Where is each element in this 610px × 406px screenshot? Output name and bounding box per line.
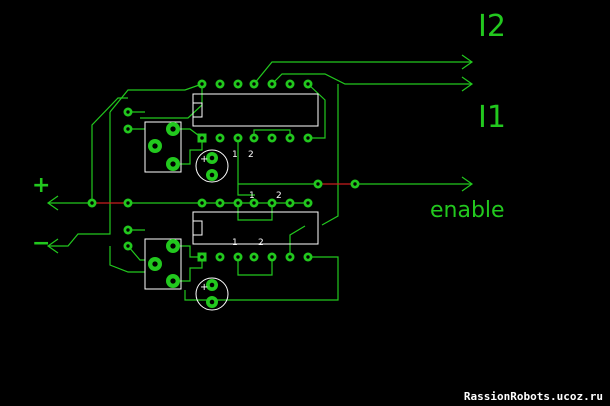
ic-top-pad-upper-hole	[200, 82, 204, 86]
ic-top-pad-upper-hole	[306, 82, 310, 86]
trace-left-bottom	[109, 246, 145, 273]
arrow-enable-icon	[461, 176, 474, 192]
regulator-top-pad-hole	[170, 126, 176, 132]
capacitor-top-plus: +	[200, 154, 208, 165]
ic-top-pad-lower-hole	[288, 136, 292, 140]
pin-label-mid-2: 2	[276, 191, 282, 201]
ic-bottom-pad-upper-hole	[218, 201, 222, 205]
trace-top-mid	[237, 138, 255, 196]
pin-label-bot-1: 1	[232, 238, 238, 248]
regulator-bottom-pad-hole	[152, 261, 158, 267]
ic-bottom-pad-lower-hole	[252, 255, 256, 259]
rail-pad-plus-hole	[90, 201, 94, 205]
ic-top-pad-upper-hole	[288, 82, 292, 86]
capacitor-bottom-outline	[195, 277, 229, 311]
ic-top-pad-lower-hole	[236, 136, 240, 140]
trace-left-bus	[91, 97, 128, 203]
enable-pad-right-hole	[353, 182, 357, 186]
trace-i2	[253, 61, 472, 85]
ic-bottom-pad-upper-hole	[252, 201, 256, 205]
regulator-top-outline	[144, 121, 182, 173]
ic-top-pad-lower-hole	[218, 136, 222, 140]
rail-pad-jumper-hole	[126, 201, 130, 205]
pin-label-bot-2: 2	[258, 238, 264, 248]
capacitor-bottom-plus: +	[200, 282, 208, 293]
arrow-i2-icon	[461, 54, 474, 70]
capacitor-top-outline	[195, 149, 229, 183]
regulator-bottom-outline	[144, 238, 182, 290]
ic-top-pad-1-hole	[200, 136, 204, 140]
label-i2: I2	[478, 9, 506, 44]
pin-label-mid-1: 1	[249, 191, 255, 201]
ic-bottom-outline	[192, 211, 319, 245]
regulator-bottom-pad-hole	[170, 243, 176, 249]
resistor-pad-hole	[126, 244, 130, 248]
enable-pad-left-hole	[316, 182, 320, 186]
copper-traces	[48, 61, 472, 301]
label-enable: enable	[430, 198, 505, 223]
resistor-pad-hole	[126, 110, 130, 114]
arrow-heads	[46, 54, 474, 254]
regulator-top-pad-hole	[170, 161, 176, 167]
ic-bottom-pad-lower-hole	[306, 255, 310, 259]
trace-top-pin7	[307, 83, 326, 139]
ic-bottom-pad-lower-hole	[270, 255, 274, 259]
ic-bottom-pad-1-hole	[200, 255, 204, 259]
resistor-pad-hole	[126, 228, 130, 232]
ic-top-pad-upper-hole	[252, 82, 256, 86]
ic-bottom-pad-lower-hole	[288, 255, 292, 259]
arrow-i1-icon	[461, 76, 474, 92]
ic-top-pad-upper-hole	[218, 82, 222, 86]
trace-left-bus-2	[109, 83, 203, 113]
ic-bottom-pad-upper-hole	[288, 201, 292, 205]
arrow-minus-icon	[46, 238, 59, 254]
regulator-top-pad-hole	[152, 143, 158, 149]
trace-top-reg-4	[173, 138, 203, 165]
pin-label-top-1: 1	[232, 150, 238, 160]
ic-top-pad-upper-hole	[236, 82, 240, 86]
arrow-plus-icon	[46, 195, 59, 211]
trace-i1	[271, 73, 472, 85]
label-power-minus: −	[32, 231, 50, 256]
trace-bot-reg-3	[173, 257, 203, 282]
pads	[87, 79, 360, 308]
resistor-pad-hole	[126, 127, 130, 131]
label-power-plus: +	[32, 173, 50, 198]
ic-bottom-pad-upper-hole	[306, 201, 310, 205]
trace-bot-right	[184, 256, 339, 301]
ic-bottom-pad-upper-hole	[200, 201, 204, 205]
ic-bottom-pad-upper-hole	[236, 201, 240, 205]
ic-top-pad-lower-hole	[252, 136, 256, 140]
ic-bottom-pad-lower-hole	[236, 255, 240, 259]
trace-minus-rail	[48, 112, 111, 247]
label-i1: I1	[478, 100, 506, 135]
trace-right-vert	[321, 84, 339, 226]
trace-bot-reg	[127, 245, 145, 261]
trace-bot-pin-row	[237, 257, 273, 276]
capacitor-top-pad-minus-hole	[209, 172, 215, 178]
capacitor-bottom-pad-minus-hole	[209, 299, 215, 305]
ic-top-pad-upper-hole	[270, 82, 274, 86]
capacitor-bottom-pad-plus-hole	[209, 282, 215, 288]
pin-label-top-2: 2	[248, 150, 254, 160]
ic-top-pad-lower-hole	[270, 136, 274, 140]
ic-top-outline	[192, 93, 319, 127]
capacitor-top-pad-plus-hole	[209, 155, 215, 161]
ic-bottom-pad-lower-hole	[218, 255, 222, 259]
watermark-text: RassionRobots.ucoz.ru	[464, 390, 603, 403]
silkscreen	[144, 93, 319, 311]
ic-bottom-notch	[192, 220, 203, 236]
regulator-bottom-pad-hole	[170, 278, 176, 284]
ic-top-notch	[192, 102, 203, 118]
ic-bottom-pad-upper-hole	[270, 201, 274, 205]
trace-bot-right-2	[289, 225, 306, 257]
ic-top-pad-lower-hole	[306, 136, 310, 140]
